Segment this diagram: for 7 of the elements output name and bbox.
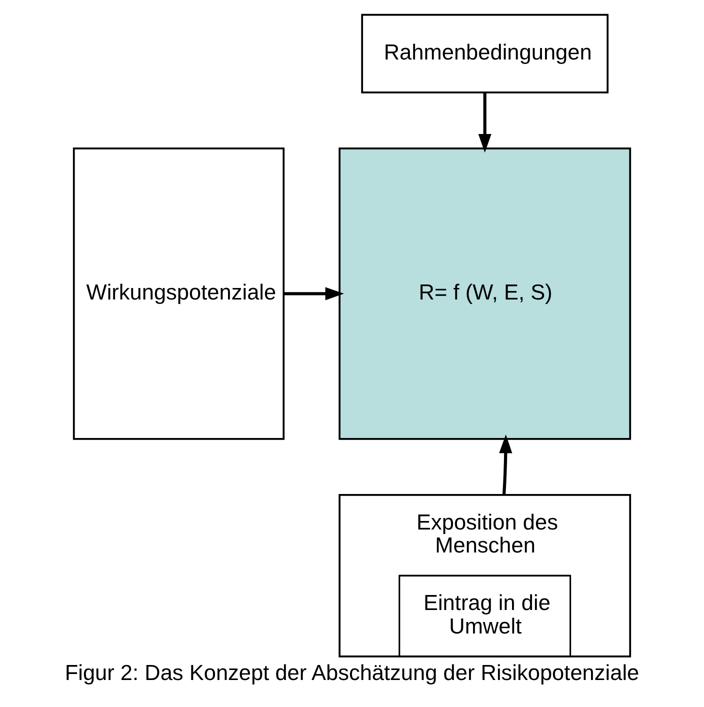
arrow	[499, 434, 512, 494]
arrow	[284, 287, 344, 300]
arrow	[478, 92, 492, 153]
node-box: Rahmenbedingungen	[361, 14, 609, 94]
caption: Figur 2: Das Konzept der Abschätzung der Risikopotenziale	[64, 660, 640, 686]
node-box: Wirkungspotenziale	[72, 147, 285, 440]
node-box: R= f (W, E, S)	[338, 147, 632, 440]
